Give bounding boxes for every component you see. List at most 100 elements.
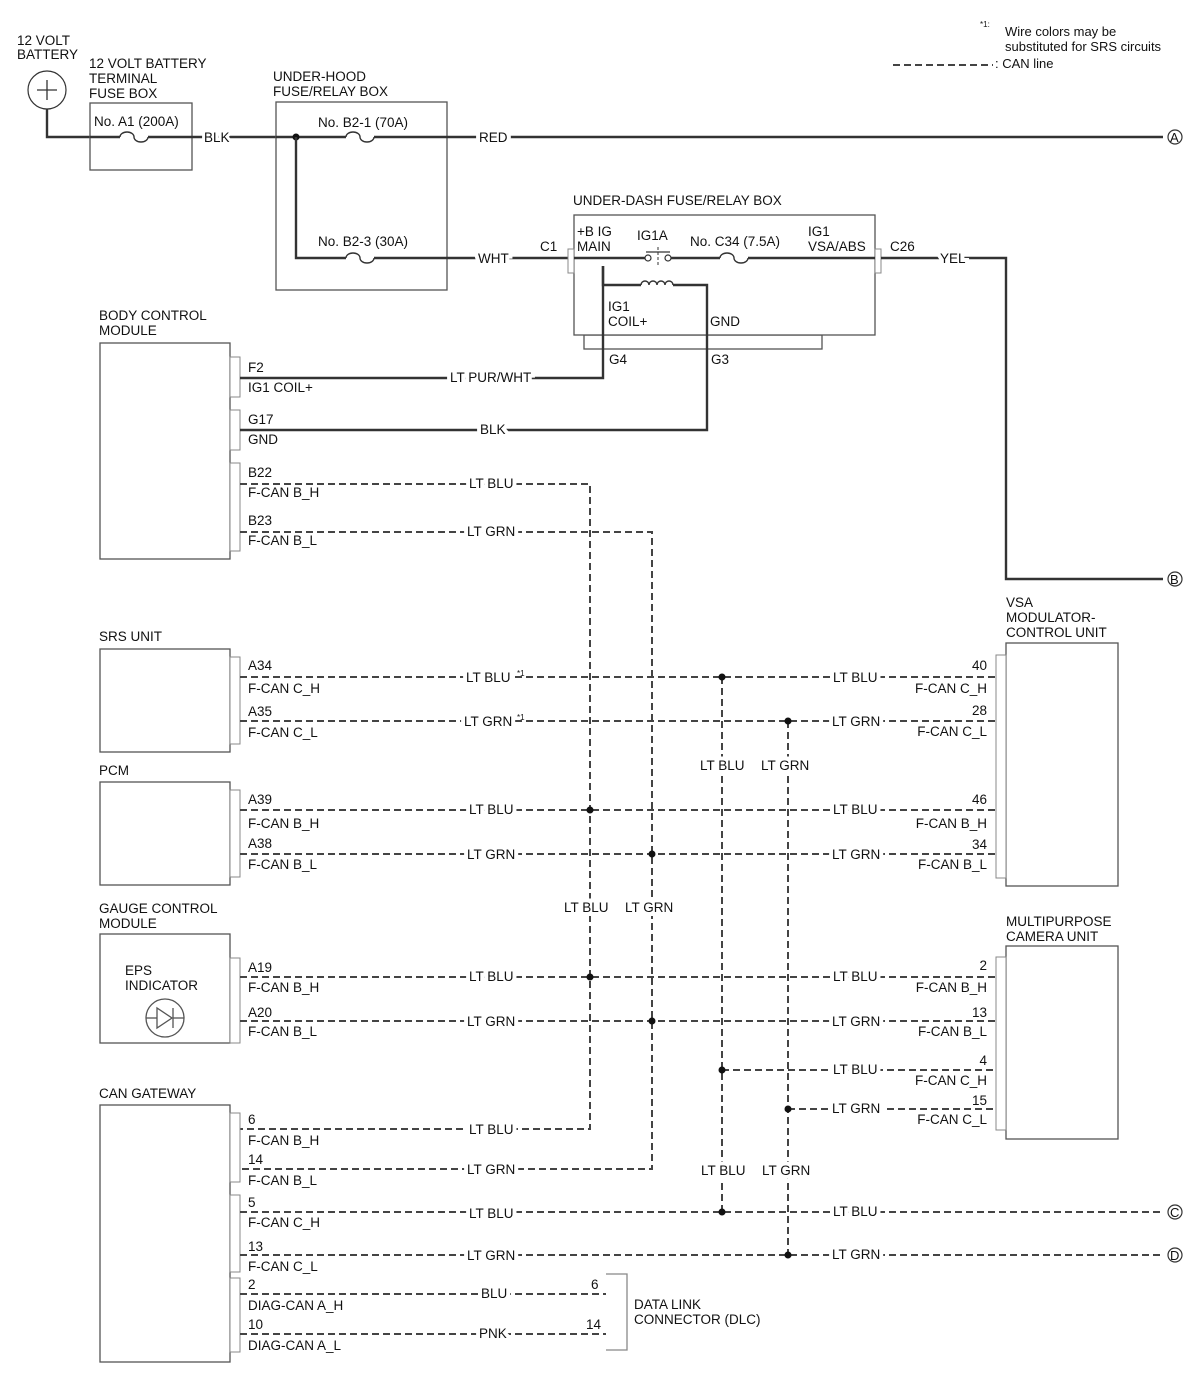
vsa-sig-fcan-cl: F-CAN C_L [917,724,987,739]
bus-b-h-label: LT BLU [564,900,609,915]
gauge-control-module: GAUGE CONTROL MODULE EPS INDICATOR A19 F… [99,901,996,1044]
gcm-sig-fcan-bl: F-CAN B_L [248,1024,318,1039]
terminal-d: D [1167,1247,1183,1263]
relay-coil-icon [640,280,674,286]
cam-can-bh-wire-label: LT BLU [833,969,878,984]
gw-can-cl-wire-label: LT GRN [467,1248,515,1263]
vsa-sig-fcan-bh: F-CAN B_H [916,816,987,831]
bplus-label-1: +B IG [577,224,612,239]
pcm-can-h-wire-label: LT BLU [469,802,514,817]
diag-h-wire-label: BLU [481,1286,507,1301]
camera-pin-2: 2 [979,958,987,973]
fuse-b2-1-label: No. B2-1 (70A) [318,115,408,130]
legend-note-line2: substituted for SRS circuits [1005,39,1162,54]
diag-l-wire-label: PNK [479,1326,507,1341]
battery-label-2: BATTERY [17,47,78,62]
vsa-can-ch-wire-label: LT BLU [833,670,878,685]
vsa-pin-46: 46 [972,792,987,807]
srs-pin-a35: A35 [248,704,272,719]
bus-c-h-label-lower: LT BLU [701,1163,746,1178]
dlc-pin-6: 6 [591,1277,599,1292]
ig1-vsa-label-2: VSA/ABS [808,239,866,254]
gcm-pin-a20: A20 [248,1005,272,1020]
terminal-a-label: A [1170,130,1179,145]
gw-sig-fcan-cl: F-CAN C_L [248,1259,318,1274]
wire-yel-label: YEL [940,251,966,266]
can-backbone: LT BLU LT GRN LT BLU LT GRN LT BLU LT GR… [240,483,814,1255]
fuse-a1-label: No. A1 (200A) [94,114,179,129]
gw-pin-10: 10 [248,1317,263,1332]
gw-sig-fcan-bl: F-CAN B_L [248,1173,318,1188]
bus-c-l-label-upper: LT GRN [761,758,809,773]
vsa-pin-34: 34 [972,837,988,852]
gw-can-ch-wire-label: LT BLU [469,1206,514,1221]
vsa-sig-fcan-bl: F-CAN B_L [918,857,988,872]
eps-indicator-label-2: INDICATOR [125,978,198,993]
terminal-b: B [1167,571,1183,587]
fuse-b2-3-icon [345,252,375,264]
bcm-label-2: MODULE [99,323,157,338]
gw-sig-fcan-ch: F-CAN C_H [248,1215,320,1230]
camera-sig-fcan-cl: F-CAN C_L [917,1112,987,1127]
junction-dots [586,673,792,1259]
ig1-vsa-label-1: IG1 [808,224,830,239]
dlc-label-2: CONNECTOR (DLC) [634,1312,761,1327]
terminal-b-label: B [1170,572,1179,587]
camera-pin-13: 13 [972,1005,987,1020]
srs-can-h-wire-label: LT BLU [466,670,511,685]
eps-indicator-label-1: EPS [125,963,152,978]
pcm-title: PCM [99,763,129,778]
srs-unit: SRS UNIT A34 F-CAN C_H A35 F-CAN C_L LT … [99,629,996,753]
pcm: PCM A39 F-CAN B_H A38 F-CAN B_L LT BLU L… [99,763,996,886]
wire-blk2-label: BLK [480,422,506,437]
gw-sig-diag-can-al: DIAG-CAN A_L [248,1338,342,1353]
wire-blk-label: BLK [204,130,230,145]
pcm-can-l-wire-label: LT GRN [467,847,515,862]
vsa-can-bh-wire-label: LT BLU [833,802,878,817]
vsa-can-bl-wire-label: LT GRN [832,847,880,862]
bcm-can-l-wire-label: LT GRN [467,524,515,539]
terminal-c: C [1167,1204,1183,1220]
vsa-modulator-control-unit: VSA MODULATOR- CONTROL UNIT 40 F-CAN C_H… [915,595,1119,887]
coil-label-2: COIL+ [608,314,648,329]
camera-label-2: CAMERA UNIT [1006,929,1098,944]
bcm-pin-g17: G17 [248,412,274,427]
legend-note-mark: *1: [980,20,990,29]
srs-title: SRS UNIT [99,629,162,644]
gcm-can-l-wire-label: LT GRN [467,1014,515,1029]
dlc-pin-14: 14 [586,1317,602,1332]
bcm-pin-f2: F2 [248,360,264,375]
bcm-label-1: BODY CONTROL [99,308,207,323]
terminal-fuse-box-label-2: TERMINAL [89,71,158,86]
gcm-label-1: GAUGE CONTROL [99,901,218,916]
gw-sig-diag-can-ah: DIAG-CAN A_H [248,1298,343,1313]
can-gateway: CAN GATEWAY 6 F-CAN B_H 14 F-CAN B_L 5 F… [99,1086,1163,1363]
vsa-can-cl-wire-label: LT GRN [832,714,880,729]
bcm-pin-b22: B22 [248,465,272,480]
gw-sig-fcan-bh: F-CAN B_H [248,1133,319,1148]
body-control-module: BODY CONTROL MODULE F2 IG1 COIL+ G17 GND… [99,308,709,560]
underdash-fuse-box: UNDER-DASH FUSE/RELAY BOX C1 C26 +B IG M… [540,193,1163,581]
srs-sig-fcan-cl: F-CAN C_L [248,725,318,740]
camera-label-1: MULTIPURPOSE [1006,914,1112,929]
bus-c-l-label-lower: LT GRN [762,1163,810,1178]
wire-wht-label: WHT [478,251,509,266]
vsa-pin-28: 28 [972,703,987,718]
gw-can-bh-wire-label: LT BLU [469,1122,514,1137]
bcm-sig-ig1-coil: IG1 COIL+ [248,380,313,395]
legend-note-line1: Wire colors may be [1005,24,1116,39]
gcm-sig-fcan-bh: F-CAN B_H [248,980,319,995]
data-link-connector: 6 14 DATA LINK CONNECTOR (DLC) [586,1273,761,1351]
pcm-pin-a39: A39 [248,792,272,807]
connector-g4: G4 [609,352,628,367]
camera-pin-15: 15 [972,1093,987,1108]
multipurpose-camera-unit: MULTIPURPOSE CAMERA UNIT 2 F-CAN B_H 13 … [722,914,1119,1140]
srs-can-l-wire-label: LT GRN [464,714,512,729]
cam-can-cl-wire-label: LT GRN [832,1101,880,1116]
terminal-fuse-box-label-1: 12 VOLT BATTERY [89,56,207,71]
connector-g3: G3 [711,352,729,367]
fuse-a1-icon [119,131,149,143]
srs-pin-a34: A34 [248,658,273,673]
connector-c1: C1 [540,239,557,254]
connector-c26: C26 [890,239,915,254]
